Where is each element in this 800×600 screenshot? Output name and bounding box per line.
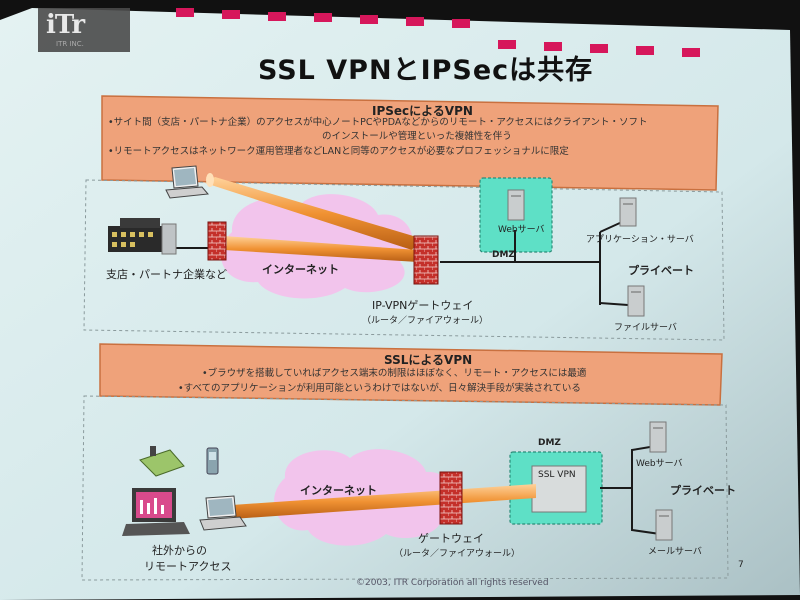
ipsec-app-server-box: [619, 197, 637, 227]
ipsec-tunnel-lower: [224, 236, 418, 262]
itr-logo-subtext: ITR INC.: [56, 40, 84, 48]
ssl-label-private: プライベート: [670, 484, 736, 497]
slide-title: SSL VPNとIPSecは共存: [258, 55, 594, 86]
ipsec-branch-firewall: [207, 221, 227, 261]
ipsec-label-gateway-sub: （ルータ／ファイアウォール）: [362, 316, 489, 326]
ssl-laptop: [199, 495, 247, 531]
ssl-desktop-pc: [122, 488, 190, 536]
ipsec-label-dmz: DMZ: [492, 250, 515, 260]
ipsec-bullet-1-cont: のインストールや管理といった複雑性を伴う: [322, 131, 512, 142]
slide-copyright: ©2003, ITR Corporation all rights reserv…: [356, 578, 549, 588]
ipsec-banner: [101, 95, 719, 191]
ipsec-file-server-box: [627, 285, 645, 317]
itr-logo: iTr: [46, 10, 85, 40]
top-stripe-decoration: [176, 8, 700, 57]
ssl-heading: SSLによるVPN: [384, 353, 473, 367]
ssl-label-mail-server: メールサーバ: [648, 547, 702, 557]
ipsec-heading: IPSecによるVPN: [372, 104, 473, 118]
ipsec-branch-building: [108, 218, 177, 255]
ipsec-tunnel-upper: [205, 177, 420, 250]
ssl-bullet-2: •すべてのアプリケーションが利用可能というわけではないが、日々解決手段が実装され…: [178, 383, 581, 394]
ipsec-vpn-gateway-firewall: [413, 235, 439, 285]
ipsec-label-app-server: アプリケーション・サーバ: [586, 235, 694, 245]
ssl-label-remote: 社外からの: [152, 544, 207, 557]
ssl-label-gateway-sub: （ルータ／ファイアウォール）: [394, 549, 521, 559]
ipsec-web-server-box: [507, 189, 525, 221]
ipsec-label-internet: インターネット: [262, 263, 339, 276]
ssl-pda-device: [139, 446, 185, 477]
logo-block: [38, 8, 130, 52]
ipsec-bullet-2: •リモートアクセスはネットワーク運用管理者などLANと同等のアクセスが必要なプロ…: [108, 146, 569, 157]
ipsec-label-file-server: ファイルサーバ: [614, 323, 677, 333]
ipsec-label-web-server: Webサーバ: [498, 225, 545, 235]
ipsec-bullet-1: •サイト間（支店・パートナ企業）のアクセスが中心ノートPCやPDAなどからのリモ…: [108, 117, 648, 128]
ssl-label-remote-2: リモートアクセス: [144, 560, 232, 573]
ipsec-label-private: プライベート: [628, 264, 694, 277]
ssl-vpn-appliance: [531, 465, 587, 513]
slide-page-number: 7: [738, 560, 744, 570]
ssl-mail-server-box: [655, 509, 673, 541]
ssl-bullet-1: •ブラウザを搭載していればアクセス端末の制限はほぼなく、リモート・アクセスには最…: [202, 368, 587, 379]
ssl-mobile-phone: [206, 447, 219, 475]
ssl-label-gateway: ゲートウェイ: [418, 532, 484, 545]
ssl-label-ssl-vpn: SSL VPN: [538, 470, 576, 480]
ssl-gateway-firewall: [439, 471, 463, 525]
ssl-diagram-frame: [81, 395, 729, 581]
ipsec-laptop: [165, 165, 209, 199]
ssl-label-web-server: Webサーバ: [636, 459, 683, 469]
ipsec-label-branch: 支店・パートナ企業など: [106, 268, 227, 281]
ssl-label-internet: インターネット: [300, 484, 377, 497]
ssl-label-dmz: DMZ: [538, 438, 561, 448]
ipsec-label-gateway: IP-VPNゲートウェイ: [372, 299, 474, 312]
ssl-web-server-box: [649, 421, 667, 453]
